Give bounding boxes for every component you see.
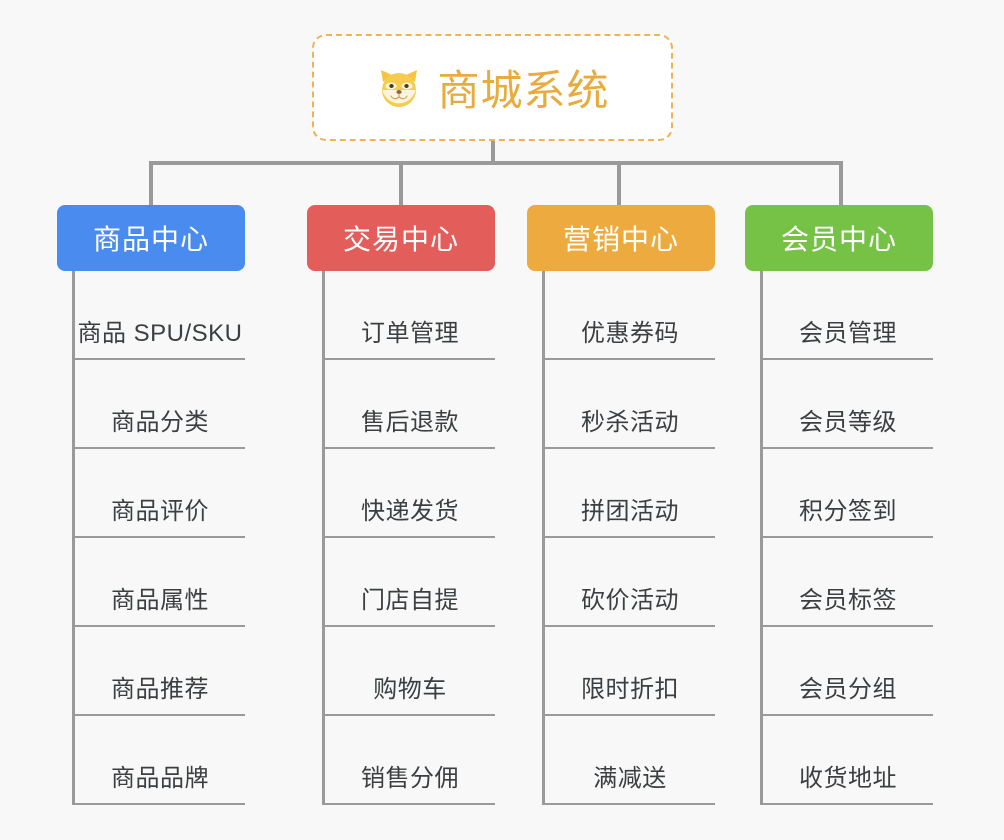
- category-title: 交易中心: [342, 224, 459, 255]
- leaf-item[interactable]: 积分签到: [763, 449, 933, 538]
- leaf-label: 优惠券码: [581, 320, 679, 347]
- connector-spine: [760, 271, 763, 805]
- leaf-item[interactable]: 商品评价: [75, 449, 245, 538]
- leaf-label: 会员标签: [799, 587, 897, 614]
- leaf-list-marketing-center: 优惠券码 秒杀活动 拼团活动 砍价活动 限时折扣 满减送: [527, 271, 715, 805]
- leaf-label: 销售分佣: [361, 765, 459, 792]
- leaf-item[interactable]: 会员管理: [763, 271, 933, 360]
- leaf-item[interactable]: 拼团活动: [545, 449, 715, 538]
- leaf-label: 快递发货: [361, 498, 459, 525]
- column-marketing-center: 营销中心 优惠券码 秒杀活动 拼团活动 砍价活动 限时折扣 满减送: [527, 205, 715, 805]
- leaf-item[interactable]: 订单管理: [325, 271, 495, 360]
- leaf-item[interactable]: 购物车: [325, 627, 495, 716]
- connector-root-stem: [491, 141, 495, 163]
- connector-drop-3: [617, 161, 621, 207]
- leaf-list-member-center: 会员管理 会员等级 积分签到 会员标签 会员分组 收货地址: [745, 271, 933, 805]
- connector-drop-4: [839, 161, 843, 207]
- leaf-label: 收货地址: [799, 765, 897, 792]
- leaf-item[interactable]: 销售分佣: [325, 716, 495, 805]
- column-product-center: 商品中心 商品 SPU/SKU 商品分类 商品评价 商品属性 商品推荐 商品品牌: [57, 205, 245, 805]
- category-title: 会员中心: [780, 224, 897, 255]
- root-title: 商城系统: [437, 67, 610, 114]
- leaf-label: 拼团活动: [581, 498, 679, 525]
- leaf-item[interactable]: 门店自提: [325, 538, 495, 627]
- root-node-mall-system[interactable]: 商城系统: [312, 34, 673, 141]
- shiba-dog-face-icon: [375, 64, 423, 112]
- connector-spine: [322, 271, 325, 805]
- leaf-label: 商品属性: [111, 587, 209, 614]
- leaf-label: 商品评价: [111, 498, 209, 525]
- leaf-item[interactable]: 会员标签: [763, 538, 933, 627]
- leaf-label: 购物车: [373, 676, 447, 703]
- category-header-member-center[interactable]: 会员中心: [745, 205, 933, 271]
- leaf-item[interactable]: 商品品牌: [75, 716, 245, 805]
- leaf-list-trade-center: 订单管理 售后退款 快递发货 门店自提 购物车 销售分佣: [307, 271, 495, 805]
- leaf-label: 订单管理: [361, 320, 459, 347]
- category-title: 商品中心: [92, 224, 209, 255]
- leaf-label: 售后退款: [361, 409, 459, 436]
- category-header-marketing-center[interactable]: 营销中心: [527, 205, 715, 271]
- leaf-label: 会员管理: [799, 320, 897, 347]
- column-trade-center: 交易中心 订单管理 售后退款 快递发货 门店自提 购物车 销售分佣: [307, 205, 495, 805]
- leaf-item[interactable]: 满减送: [545, 716, 715, 805]
- leaf-label: 会员分组: [799, 676, 897, 703]
- connector-drop-2: [399, 161, 403, 207]
- leaf-label: 秒杀活动: [581, 409, 679, 436]
- leaf-item[interactable]: 砍价活动: [545, 538, 715, 627]
- leaf-item[interactable]: 优惠券码: [545, 271, 715, 360]
- category-header-product-center[interactable]: 商品中心: [57, 205, 245, 271]
- leaf-item[interactable]: 会员分组: [763, 627, 933, 716]
- leaf-item[interactable]: 限时折扣: [545, 627, 715, 716]
- connector-horizontal-bus: [149, 161, 843, 165]
- leaf-label: 商品分类: [111, 409, 209, 436]
- leaf-item[interactable]: 快递发货: [325, 449, 495, 538]
- leaf-label: 积分签到: [799, 498, 897, 525]
- leaf-item[interactable]: 商品属性: [75, 538, 245, 627]
- column-member-center: 会员中心 会员管理 会员等级 积分签到 会员标签 会员分组 收货地址: [745, 205, 933, 805]
- leaf-label: 会员等级: [799, 409, 897, 436]
- leaf-item[interactable]: 售后退款: [325, 360, 495, 449]
- leaf-item[interactable]: 收货地址: [763, 716, 933, 805]
- category-header-trade-center[interactable]: 交易中心: [307, 205, 495, 271]
- leaf-item[interactable]: 会员等级: [763, 360, 933, 449]
- leaf-item[interactable]: 商品 SPU/SKU: [75, 271, 245, 360]
- category-title: 营销中心: [562, 224, 679, 255]
- connector-spine: [72, 271, 75, 805]
- leaf-list-product-center: 商品 SPU/SKU 商品分类 商品评价 商品属性 商品推荐 商品品牌: [57, 271, 245, 805]
- leaf-label: 砍价活动: [581, 587, 679, 614]
- leaf-label: 满减送: [593, 765, 667, 792]
- leaf-label: 限时折扣: [581, 676, 679, 703]
- leaf-label: 商品 SPU/SKU: [77, 320, 243, 347]
- leaf-item[interactable]: 商品推荐: [75, 627, 245, 716]
- leaf-label: 商品推荐: [111, 676, 209, 703]
- leaf-item[interactable]: 商品分类: [75, 360, 245, 449]
- connector-drop-1: [149, 161, 153, 207]
- leaf-label: 门店自提: [361, 587, 459, 614]
- leaf-label: 商品品牌: [111, 765, 209, 792]
- connector-spine: [542, 271, 545, 805]
- leaf-item[interactable]: 秒杀活动: [545, 360, 715, 449]
